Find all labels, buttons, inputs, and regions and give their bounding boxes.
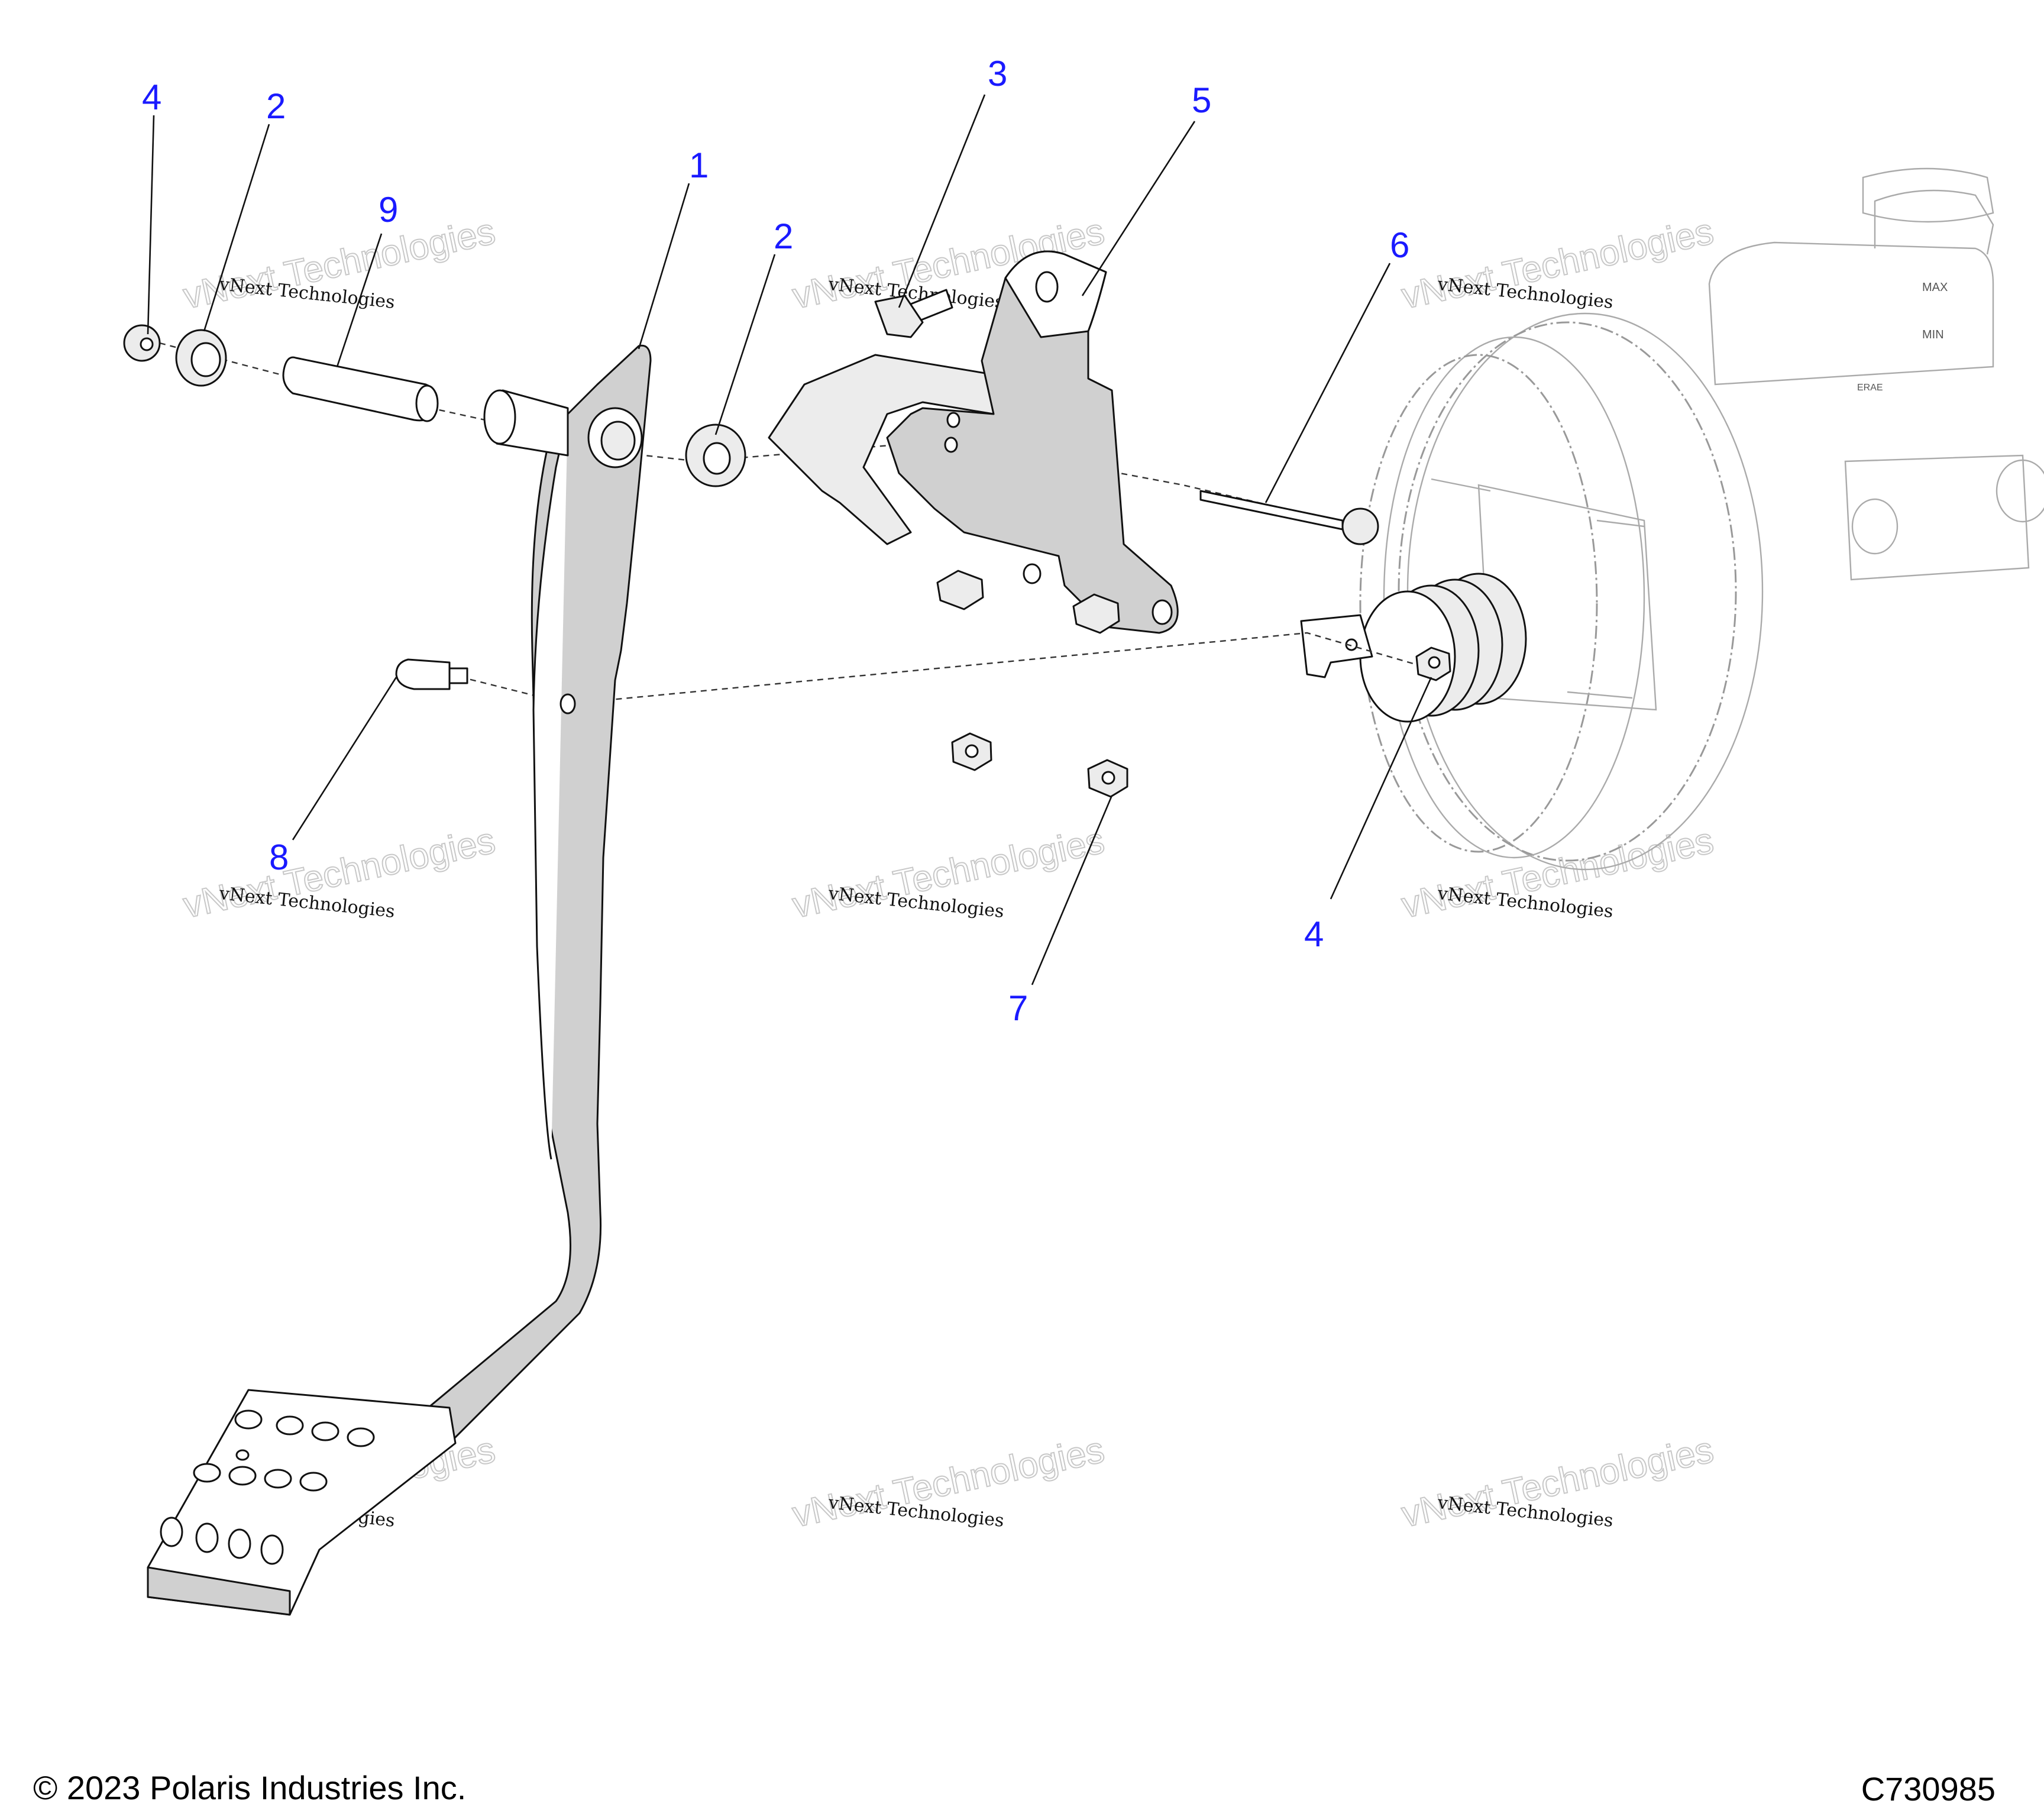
master-cylinder-reservoir: [1708, 241, 1994, 386]
pad-hole-small: [235, 1449, 250, 1461]
pad-hole: [160, 1517, 183, 1547]
bracket-hole: [1035, 271, 1059, 303]
callout-2-left: 2: [266, 86, 286, 126]
long-bolt-shank: [1199, 490, 1344, 531]
bushing-washer-left-hole: [190, 342, 221, 377]
pivot-tube-end: [483, 389, 516, 445]
leader-lines: [147, 94, 1432, 985]
brake-line-port: [1851, 498, 1899, 555]
leader-1: [638, 183, 690, 350]
bracket-nut: [936, 570, 984, 610]
reservoir-max-label: MAX: [1922, 281, 1948, 294]
pedal-arm-edge: [532, 413, 569, 1160]
watermark: vNext Technologies vNext Technologies: [788, 820, 1108, 927]
callout-1: 1: [689, 146, 709, 185]
reservoir-neck: [1874, 189, 1994, 255]
clevis-pin-line: [449, 632, 1420, 705]
watermark: vNext Technologies vNext Technologies: [179, 211, 499, 318]
pad-hole: [264, 1469, 292, 1489]
bracket-bolt-head: [874, 295, 924, 338]
loose-nuts: [951, 732, 1128, 798]
bracket-hole: [1023, 563, 1042, 584]
clevis-nut-hole: [1428, 656, 1441, 669]
clevis-pin-shank: [448, 667, 468, 684]
callout-3: 3: [988, 54, 1007, 93]
leader-5: [1081, 121, 1196, 296]
figure-id: C730985: [1861, 1770, 1996, 1808]
pivot-hardware: [123, 324, 746, 487]
watermark: vNext Technologies vNext Technologies: [788, 1429, 1108, 1536]
leader-8: [292, 677, 397, 840]
clevis-nut: [1415, 646, 1451, 681]
leader-6: [1264, 263, 1391, 503]
master-cylinder-bore: [1844, 454, 2030, 581]
leader-4-left: [147, 115, 155, 335]
callout-4-left: 4: [142, 77, 161, 117]
pivot-sleeve: [282, 356, 438, 422]
clevis-pin-head: [395, 658, 451, 690]
callout-7: 7: [1008, 988, 1028, 1028]
pedal-pivot-bore-inner: [600, 421, 636, 461]
reservoir-brand-label: ERAE: [1857, 383, 1883, 393]
booster-face: [1383, 336, 1645, 859]
pad-hole: [195, 1522, 219, 1553]
stud: [1596, 519, 1645, 528]
clevis-pin: [395, 658, 468, 690]
leader-9: [336, 233, 383, 367]
pedal-mount-bracket: [768, 250, 1179, 634]
pad-hole: [228, 1466, 257, 1486]
booster-rim-dashed: [1398, 321, 1737, 862]
bracket-hole: [946, 412, 960, 428]
callout-9: 9: [379, 190, 398, 229]
leader-3: [898, 94, 986, 308]
loose-nut-hole: [965, 744, 979, 758]
leader-4-right: [1330, 677, 1432, 900]
watermark: vNext Technologies vNext Technologies: [1398, 211, 1718, 318]
callout-numbers: 4 2 9 1 2 3 5 6 4 7 8: [142, 54, 1409, 1028]
bracket-nut: [1072, 593, 1120, 634]
leader-7: [1031, 795, 1113, 985]
pad-hole: [311, 1421, 339, 1441]
pad-hole: [299, 1472, 328, 1492]
loose-nut-hole: [1101, 771, 1115, 785]
pedal-pad-holes: [160, 1409, 375, 1565]
bushing-washer-right-hole: [703, 442, 731, 475]
pad-hole: [260, 1534, 284, 1565]
bracket-back-plate: [768, 354, 1001, 545]
pivot-sleeve-end: [415, 384, 439, 422]
nut-left-hole: [140, 337, 154, 351]
leader-2-left: [203, 124, 270, 332]
long-bolt: [1199, 490, 1379, 545]
callout-5: 5: [1192, 80, 1211, 120]
push-rod-clevis: [1300, 614, 1373, 678]
clevis-pin-hole: [559, 693, 576, 714]
booster-face-inner: [1359, 354, 1598, 853]
stud: [1431, 478, 1491, 492]
pad-hole: [276, 1415, 304, 1436]
stud: [1567, 691, 1633, 699]
reservoir-min-label: MIN: [1922, 328, 1944, 341]
bracket-hole: [944, 437, 958, 453]
callout-6: 6: [1390, 225, 1409, 265]
callout-2-right: 2: [774, 216, 793, 256]
watermark: vNext Technologies vNext Technologies: [179, 820, 499, 927]
long-bolt-head: [1341, 507, 1379, 545]
callout-8: 8: [269, 838, 289, 877]
pedal-arm-body: [413, 344, 652, 1444]
watermark: vNext Technologies vNext Technologies: [1398, 1429, 1718, 1536]
pad-hole: [347, 1427, 375, 1447]
leader-2-right: [714, 254, 776, 435]
pad-hole: [193, 1463, 221, 1483]
bracket-hole: [1152, 599, 1173, 625]
pad-hole: [234, 1409, 263, 1430]
pad-hole: [228, 1528, 251, 1559]
pedal-pad-lip: [147, 1566, 291, 1616]
callout-4-right: 4: [1304, 914, 1324, 954]
brake-line-port: [1996, 459, 2044, 523]
copyright-notice: © 2023 Polaris Industries Inc.: [33, 1769, 467, 1806]
brake-pedal-arm: [147, 344, 652, 1616]
reservoir-cap: [1862, 167, 1994, 223]
